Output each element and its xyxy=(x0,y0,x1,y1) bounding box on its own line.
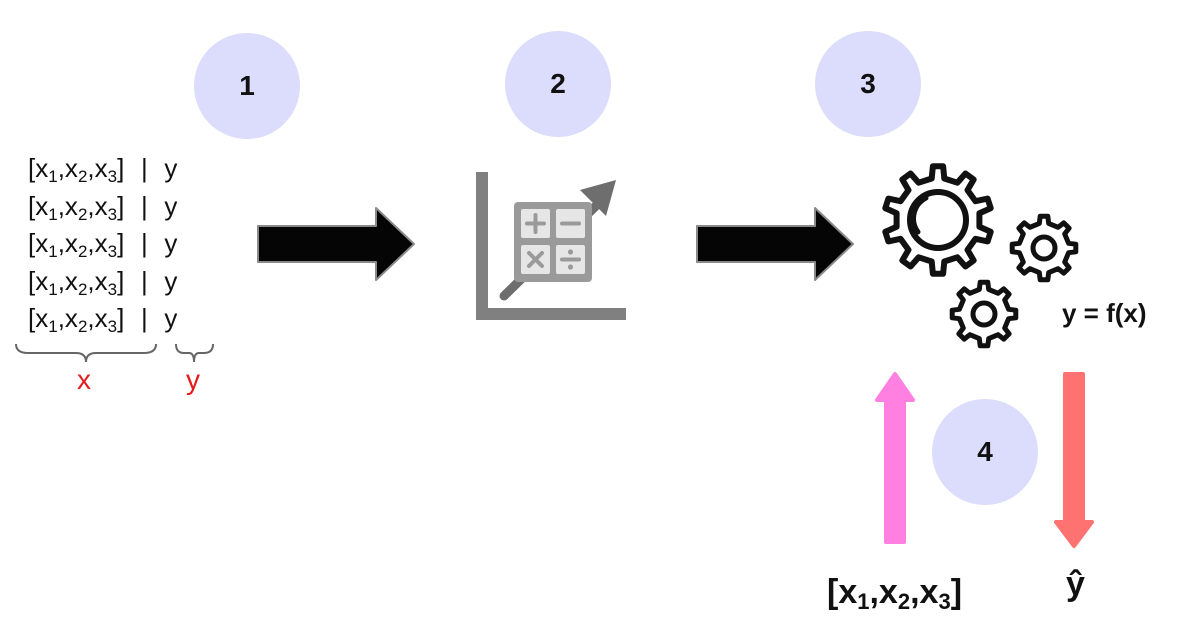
gear-large xyxy=(882,163,994,277)
features-brace xyxy=(15,343,157,363)
model-formula: y = f(x) xyxy=(1062,298,1147,328)
gears-icon xyxy=(882,163,1079,349)
step-circle-1: 1 xyxy=(194,33,300,139)
block-arrow-icon xyxy=(257,207,415,281)
target-brace xyxy=(175,343,214,363)
step-circle-2: 2 xyxy=(505,31,611,137)
dataset-row: [x1,x2,x3]|y xyxy=(28,303,178,336)
calculator-chart-icon xyxy=(476,172,626,320)
step-number-4: 4 xyxy=(977,436,993,467)
step-circle-3: 3 xyxy=(815,31,921,137)
step-circle-4: 4 xyxy=(932,399,1038,505)
dataset-row: [x1,x2,x3]|y xyxy=(28,153,178,186)
prediction-down-arrow-icon xyxy=(1054,372,1094,548)
dataset-row: [x1,x2,x3]|y xyxy=(28,265,178,299)
training-dataset: [x1,x2,x3]|y [x1,x2,x3]|y [x1,x2,x3]|y [… xyxy=(28,150,177,338)
inference-input-vector: [x1,x2,x3] xyxy=(827,573,963,614)
gear-medium xyxy=(1009,213,1079,283)
step-number-3: 3 xyxy=(860,68,876,99)
step-number-1: 1 xyxy=(239,70,255,101)
gear-small xyxy=(949,279,1019,349)
dataset-row: [x1,x2,x3]|y xyxy=(28,190,178,224)
input-up-arrow-icon xyxy=(875,372,915,544)
dataset-row: [x1,x2,x3]|y xyxy=(28,228,178,261)
block-arrow-icon xyxy=(696,207,854,281)
features-label: x xyxy=(77,364,91,395)
target-label: y xyxy=(186,364,200,395)
predicted-output: ŷ xyxy=(1066,565,1085,603)
step-number-2: 2 xyxy=(550,68,566,99)
